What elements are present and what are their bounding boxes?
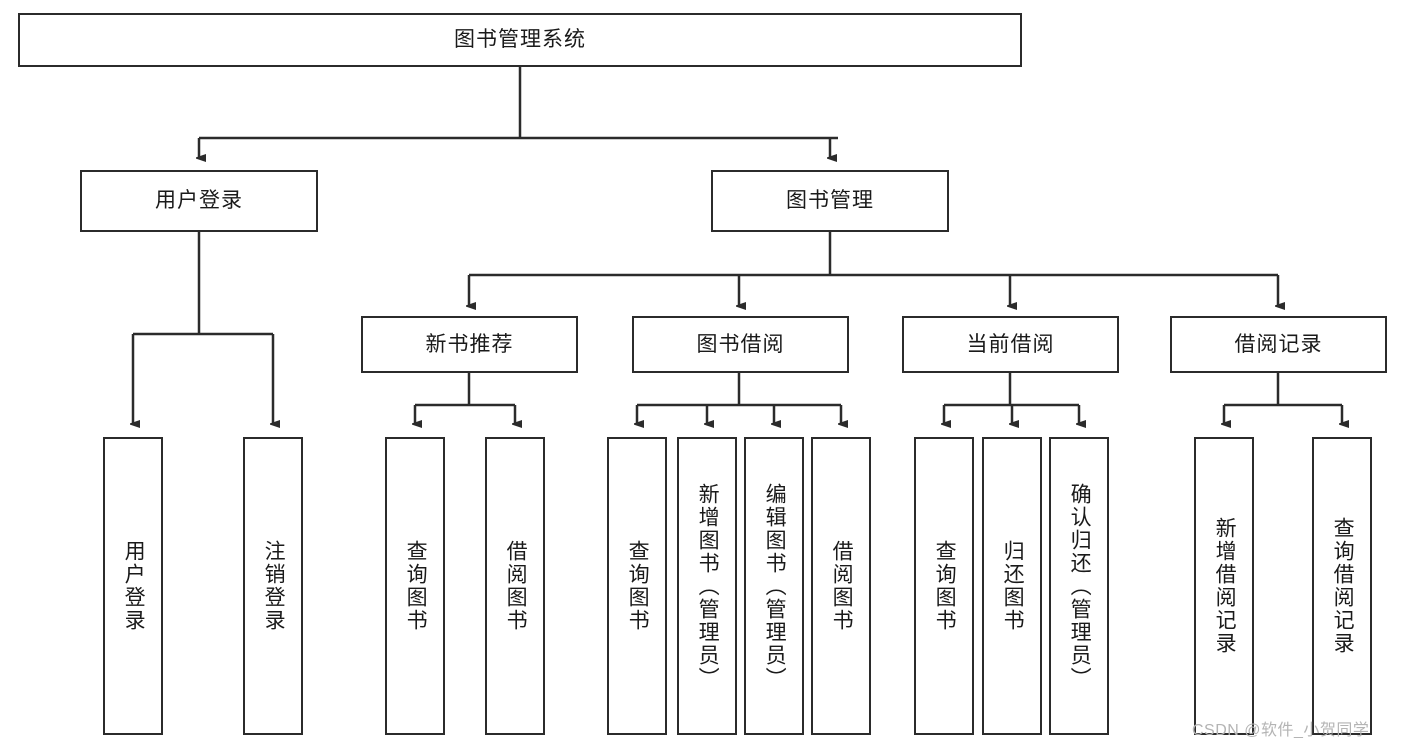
node-user-login[interactable]: 用户登录 xyxy=(80,170,318,232)
leaf-book-borrow-add[interactable]: 新增图书（管理员） xyxy=(677,437,737,735)
leaf-borrow-record-query[interactable]: 查询借阅记录 xyxy=(1312,437,1372,735)
leaf-book-borrow-borrow[interactable]: 借阅图书 xyxy=(811,437,871,735)
node-current-borrow[interactable]: 当前借阅 xyxy=(902,316,1119,373)
leaf-current-borrow-return[interactable]: 归还图书 xyxy=(982,437,1042,735)
leaf-user-login-logout[interactable]: 注销登录 xyxy=(243,437,303,735)
leaf-user-login-login[interactable]: 用户登录 xyxy=(103,437,163,735)
leaf-book-borrow-query[interactable]: 查询图书 xyxy=(607,437,667,735)
leaf-new-book-query[interactable]: 查询图书 xyxy=(385,437,445,735)
node-book-management[interactable]: 图书管理 xyxy=(711,170,949,232)
node-book-borrow[interactable]: 图书借阅 xyxy=(632,316,849,373)
leaf-current-borrow-confirm-return[interactable]: 确认归还（管理员） xyxy=(1049,437,1109,735)
node-borrow-record[interactable]: 借阅记录 xyxy=(1170,316,1387,373)
node-new-book-recommend[interactable]: 新书推荐 xyxy=(361,316,578,373)
leaf-current-borrow-query[interactable]: 查询图书 xyxy=(914,437,974,735)
node-root-system[interactable]: 图书管理系统 xyxy=(18,13,1022,67)
leaf-book-borrow-edit[interactable]: 编辑图书（管理员） xyxy=(744,437,804,735)
leaf-borrow-record-add[interactable]: 新增借阅记录 xyxy=(1194,437,1254,735)
leaf-new-book-borrow[interactable]: 借阅图书 xyxy=(485,437,545,735)
watermark-credit: CSDN @软件_小贺同学 xyxy=(1192,722,1370,739)
